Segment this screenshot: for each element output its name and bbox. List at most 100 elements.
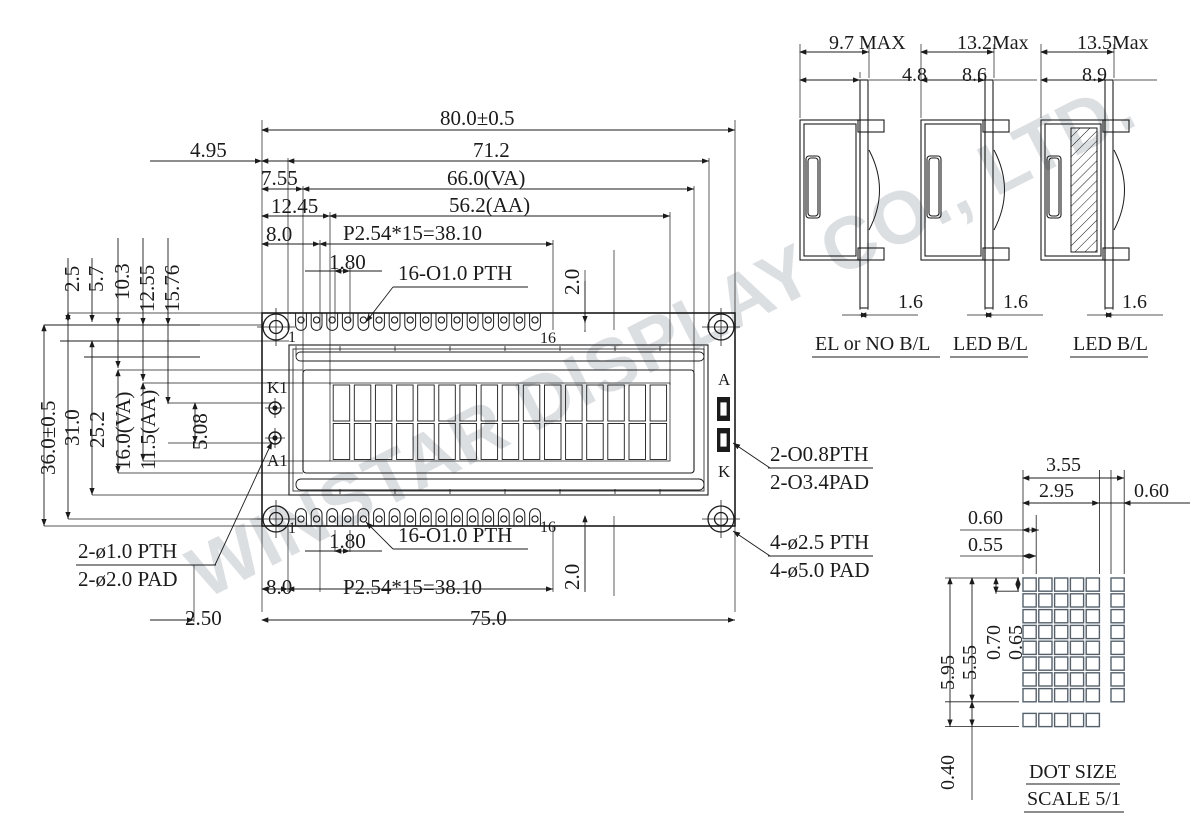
dim-pad-width-top: 1.80 xyxy=(329,250,366,274)
note-mount-holes-line1: 4-ø2.5 PTH xyxy=(770,530,870,554)
dot-detail-caption-line2: SCALE 5/1 xyxy=(1027,788,1121,810)
pin-pad xyxy=(388,508,401,526)
dot-cell xyxy=(1085,624,1101,640)
pin-hole xyxy=(453,515,461,523)
dim-25-2: 25.2 xyxy=(85,411,109,448)
pin-pad xyxy=(388,313,401,331)
character-cell xyxy=(544,384,562,422)
pin-hole xyxy=(468,316,477,324)
backlight-terminals xyxy=(717,397,730,452)
note-mount-holes-line2: 4-ø5.0 PAD xyxy=(770,558,870,582)
dot-cell xyxy=(1069,656,1085,671)
dim-8-0-top: 8.0 xyxy=(266,222,293,246)
pin-hole xyxy=(406,515,414,523)
display-character-cells xyxy=(332,384,668,460)
dot-dim-gap-bottom: 0.40 xyxy=(937,755,959,790)
sideview-1-total-thickness: 9.7 MAX xyxy=(829,32,906,54)
character-cell xyxy=(544,423,562,460)
character-cell xyxy=(374,384,393,422)
character-cell xyxy=(417,384,435,422)
dot-cell xyxy=(1022,593,1037,608)
pin-pad xyxy=(497,313,510,331)
sideview-2-total-thickness: 13.2Max xyxy=(957,32,1029,54)
led-pad-k1 xyxy=(264,397,286,419)
pin-pad xyxy=(435,313,448,331)
dot-dim-char-dots-height: 5.55 xyxy=(959,645,981,680)
dot-cell xyxy=(1053,687,1069,703)
pin-pad xyxy=(419,508,432,526)
dot-dim-gap-right: 0.60 xyxy=(1134,480,1169,502)
dim-2-5: 2.5 xyxy=(60,265,84,292)
pin-hole xyxy=(297,515,305,523)
pin-hole xyxy=(484,515,492,523)
pin-pad xyxy=(451,313,463,331)
dot-dim-char-cell-width: 3.55 xyxy=(1046,454,1081,476)
pin-hole xyxy=(422,515,430,523)
dot-cell xyxy=(1069,608,1085,624)
pin-pad xyxy=(466,313,479,331)
pin-hole xyxy=(453,316,461,324)
dot-cell-extra-row xyxy=(1085,712,1101,728)
dimension-lines-horizontal xyxy=(150,127,735,623)
side-view-2 xyxy=(920,44,1043,358)
sideview-2-pcb-thickness: 1.6 xyxy=(1003,291,1028,313)
pin-hole xyxy=(344,515,352,523)
sideview-2-inner-dim: 8.6 xyxy=(962,64,987,86)
dot-cell xyxy=(1069,624,1085,640)
dot-cell xyxy=(1085,577,1101,592)
character-cell xyxy=(438,384,456,422)
pin-pad xyxy=(451,508,463,526)
dot-cell xyxy=(1038,593,1053,608)
dim-pin-pitch-top: P2.54*15=38.10 xyxy=(343,221,483,245)
pin-pad xyxy=(419,313,432,331)
dot-cell xyxy=(1038,656,1053,671)
pin-hole xyxy=(390,515,399,523)
dot-cell xyxy=(1085,640,1101,656)
dot-cell xyxy=(1022,640,1037,656)
dot-cell xyxy=(1069,640,1085,656)
leader-lines xyxy=(76,286,873,566)
character-cell xyxy=(417,423,435,460)
note-led-pads-line1: 2-ø1.0 PTH xyxy=(78,539,178,563)
dimension-lines-vertical xyxy=(41,238,200,526)
sideview-1-pcb-thickness: 1.6 xyxy=(898,291,923,313)
pin-hole xyxy=(375,316,383,324)
character-cell xyxy=(396,423,414,460)
pin-pad xyxy=(310,313,323,331)
sideview-3-caption: LED B/L xyxy=(1073,333,1148,355)
dim-12-45: 12.45 xyxy=(271,194,319,218)
dot-cell xyxy=(1022,624,1037,640)
dim-pcb-inner: 71.2 xyxy=(473,138,510,162)
pin-pad xyxy=(482,313,495,331)
dim-pad-width-bottom: 1.80 xyxy=(329,529,366,553)
dim-edge-to-hole: 4.95 xyxy=(190,138,227,162)
dot-cell-extra-row xyxy=(1053,712,1069,728)
dot-cell xyxy=(1069,577,1085,592)
character-cell xyxy=(480,384,499,422)
backlight-cathode-label: K xyxy=(718,462,731,481)
pin-hole xyxy=(359,316,368,324)
pin-pad xyxy=(373,508,385,526)
dim-overall-height: 36.0±0.5 xyxy=(36,400,60,475)
led-pads xyxy=(264,397,286,449)
side-view-3 xyxy=(1040,44,1163,358)
dot-cell-extra-column xyxy=(1110,593,1125,608)
sideview-3-inner-dim: 8.9 xyxy=(1082,64,1107,86)
note-pth-bottom: 16-O1.0 PTH xyxy=(398,523,513,547)
character-cell xyxy=(649,384,668,422)
dim-8-0-bottom: 8.0 xyxy=(266,575,293,599)
note-backlight-pads-line1: 2-O0.8PTH xyxy=(770,442,869,466)
dot-cell xyxy=(1053,640,1069,656)
dot-cell xyxy=(1022,608,1037,624)
dim-pin-edge-top: 2.0 xyxy=(560,268,584,295)
dot-cell xyxy=(1085,593,1101,608)
dot-cell xyxy=(1085,656,1101,671)
pin-pad xyxy=(482,508,495,526)
pin-pad xyxy=(295,313,307,331)
character-cell xyxy=(396,384,414,422)
dot-cell xyxy=(1038,624,1053,640)
dot-dim-pitch-y: 0.70 xyxy=(983,625,1005,660)
dot-cell xyxy=(1022,656,1037,671)
character-cell xyxy=(501,384,520,422)
dot-cell-extra-row xyxy=(1069,712,1085,728)
